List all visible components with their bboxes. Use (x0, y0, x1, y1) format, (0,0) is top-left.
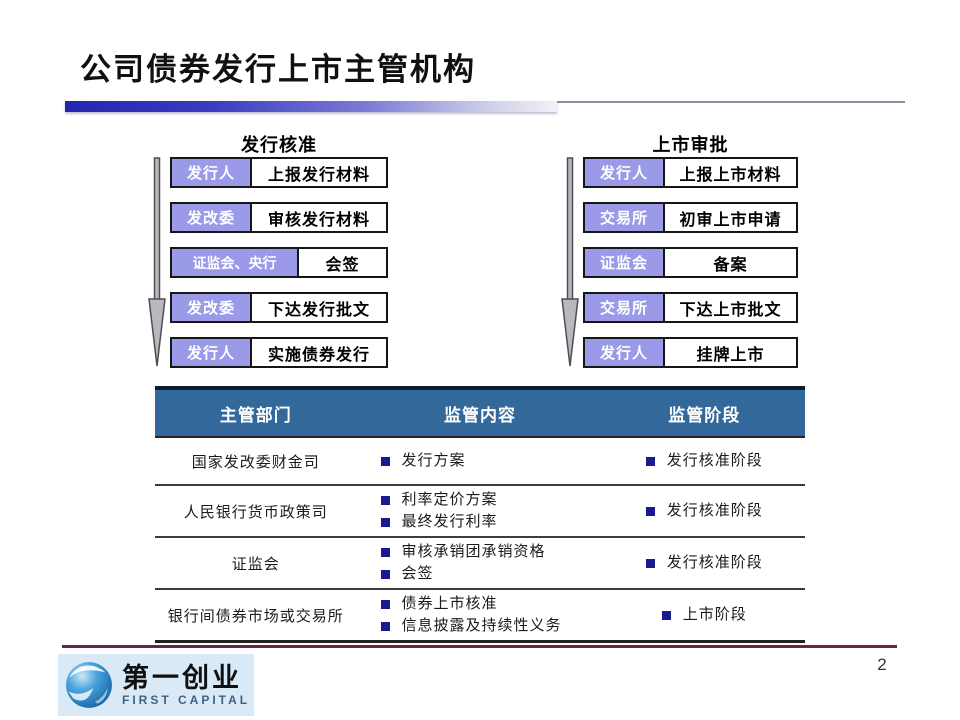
bullet-item-label: 信息披露及持续性义务 (401, 617, 562, 634)
stage-cell: 上市阶段 (604, 604, 806, 626)
flow-step: 发行人 上报发行材料 (170, 157, 388, 188)
bullet-square-icon (645, 558, 655, 568)
bullet-item-label: 审核承销团承销资格 (401, 543, 546, 560)
content-cell: 利率定价方案 最终发行利率 (357, 489, 604, 533)
flowchart-issuance-title: 发行核准 (241, 135, 317, 155)
action-box: 初审上市申请 (665, 204, 796, 231)
page-number: 2 (877, 655, 887, 674)
department-cell: 国家发改委财金司 (191, 453, 320, 471)
flow-step: 发改委 审核发行材料 (170, 202, 388, 233)
actor-box: 发行人 (172, 159, 252, 186)
department-cell: 人民银行货币政策司 (183, 503, 328, 521)
actor-box: 证监会、央行 (172, 249, 299, 276)
action-box: 挂牌上市 (665, 339, 796, 366)
bullet-square-icon (380, 495, 390, 505)
down-arrow-icon (148, 157, 166, 367)
stage-cell: 发行核准阶段 (604, 500, 806, 522)
bullet-square-icon (380, 599, 390, 609)
footer-divider (62, 645, 897, 648)
stage-cell: 发行核准阶段 (604, 552, 806, 574)
action-box: 上报发行材料 (252, 159, 386, 186)
actor-box: 证监会 (585, 249, 665, 276)
flow-step: 发改委 下达发行批文 (170, 292, 388, 323)
bullet-item-label: 发行核准阶段 (666, 452, 763, 469)
bullet-square-icon (645, 456, 655, 466)
globe-icon (66, 662, 112, 708)
actor-box: 交易所 (585, 294, 665, 321)
actor-box: 发改委 (172, 204, 252, 231)
bullet-item-label: 会签 (401, 565, 434, 582)
logo-text: 第一创业 FIRST CAPITAL (122, 663, 250, 707)
flow-step: 证监会 备案 (583, 247, 798, 278)
flow-step: 发行人 实施债券发行 (170, 337, 388, 368)
actor-box: 发改委 (172, 294, 252, 321)
flowchart-listing: 发行人 上报上市材料 交易所 初审上市申请 证监会 备案 交易所 下达上市批文 … (583, 157, 798, 368)
table-row: 证监会 审核承销团承销资格 会签 发行核准阶段 (155, 538, 805, 590)
actor-box: 发行人 (172, 339, 252, 366)
bullet-square-icon (380, 569, 390, 579)
department-cell: 银行间债券市场或交易所 (167, 607, 344, 625)
bullet-item-label: 发行核准阶段 (666, 502, 763, 519)
bullet-square-icon (380, 621, 390, 631)
header-cell-department: 主管部门 (219, 405, 292, 425)
table-row: 人民银行货币政策司 利率定价方案 最终发行利率 发行核准阶段 (155, 486, 805, 538)
flow-step: 交易所 下达上市批文 (583, 292, 798, 323)
bullet-item-label: 发行方案 (401, 452, 466, 469)
bullet-square-icon (645, 506, 655, 516)
content-cell: 债券上市核准 信息披露及持续性义务 (357, 593, 604, 637)
down-arrow-icon (561, 157, 579, 367)
flow-step: 发行人 挂牌上市 (583, 337, 798, 368)
logo-english-name: FIRST CAPITAL (122, 693, 251, 707)
flowchart-listing-title: 上市审批 (652, 135, 729, 155)
action-box: 审核发行材料 (252, 204, 386, 231)
footer-logo: 第一创业 FIRST CAPITAL (58, 654, 254, 716)
bullet-item-label: 利率定价方案 (401, 491, 498, 508)
action-box: 会签 (299, 249, 386, 276)
actor-box: 发行人 (585, 159, 665, 186)
flowchart-issuance: 发行人 上报发行材料 发改委 审核发行材料 证监会、央行 会签 发改委 下达发行… (170, 157, 388, 368)
actor-box: 交易所 (585, 204, 665, 231)
flow-step: 证监会、央行 会签 (170, 247, 388, 278)
department-cell: 证监会 (231, 555, 280, 573)
regulators-table: 主管部门 监管内容 监管阶段 国家发改委财金司 发行方案 发行核准阶段 人民银行… (155, 386, 805, 643)
flow-step: 交易所 初审上市申请 (583, 202, 798, 233)
bullet-square-icon (380, 456, 390, 466)
logo-chinese-name: 第一创业 (122, 663, 242, 693)
page-title: 公司债券发行上市主管机构 (80, 52, 476, 87)
bullet-item-label: 最终发行利率 (401, 513, 498, 530)
flow-step: 发行人 上报上市材料 (583, 157, 798, 188)
bullet-item-label: 上市阶段 (682, 606, 747, 623)
action-box: 实施债券发行 (252, 339, 386, 366)
header-cell-stage: 监管阶段 (668, 405, 741, 425)
actor-box: 发行人 (585, 339, 665, 366)
table-row: 银行间债券市场或交易所 债券上市核准 信息披露及持续性义务 上市阶段 (155, 590, 805, 643)
action-box: 上报上市材料 (665, 159, 796, 186)
stage-cell: 发行核准阶段 (604, 450, 806, 472)
table-top-border (155, 386, 805, 390)
bullet-square-icon (380, 517, 390, 527)
bullet-square-icon (380, 547, 390, 557)
bullet-item-label: 债券上市核准 (401, 595, 498, 612)
content-cell: 发行方案 (357, 450, 604, 472)
action-box: 备案 (665, 249, 796, 276)
header-cell-content: 监管内容 (444, 405, 516, 425)
table-row: 国家发改委财金司 发行方案 发行核准阶段 (155, 438, 805, 486)
title-underline-bar (65, 101, 557, 112)
bullet-square-icon (661, 610, 671, 620)
table-header-row: 主管部门 监管内容 监管阶段 (155, 390, 805, 438)
content-cell: 审核承销团承销资格 会签 (357, 541, 604, 585)
action-box: 下达发行批文 (252, 294, 386, 321)
bullet-item-label: 发行核准阶段 (666, 554, 763, 571)
action-box: 下达上市批文 (665, 294, 796, 321)
